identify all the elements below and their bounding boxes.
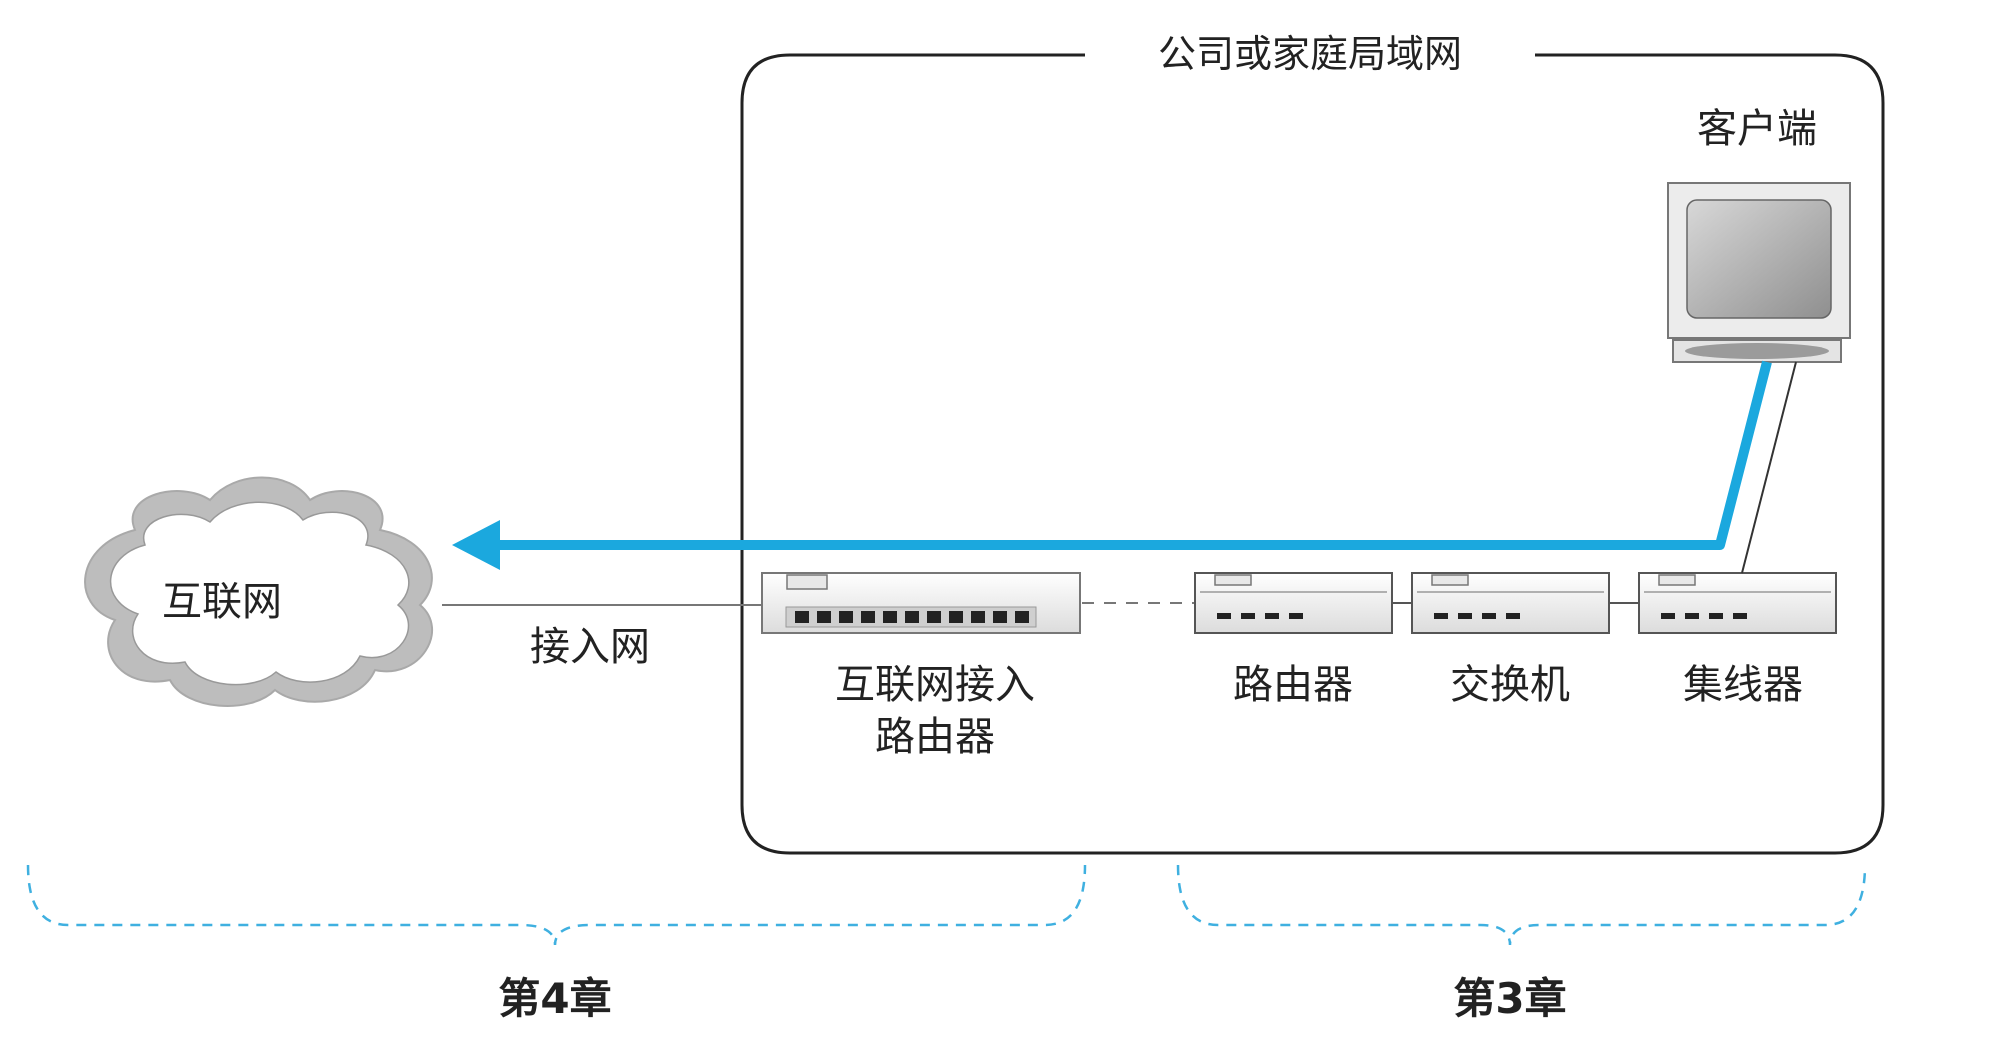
switch-device — [1411, 572, 1610, 634]
chapter-3-label: 第3章 — [1453, 974, 1566, 1023]
client-label: 客户端 — [1697, 106, 1817, 152]
client-hub-cable — [1741, 361, 1797, 574]
internet-label: 互联网 — [162, 579, 282, 625]
access-network-label: 接入网 — [530, 624, 650, 670]
port-row — [795, 611, 1029, 623]
access-router-label-line2: 路由器 — [875, 714, 995, 760]
chapter-4-label: 第4章 — [498, 974, 611, 1023]
client-computer-icon — [1667, 182, 1851, 363]
chapter-4-brace — [26, 864, 1087, 946]
chapter-3-brace — [1176, 864, 1867, 946]
access-router-device — [761, 572, 1081, 634]
internet-cloud: 互联网 — [84, 476, 433, 707]
lan-title: 公司或家庭局域网 — [1158, 32, 1462, 76]
data-flow-arrow — [452, 360, 1772, 570]
lan-frame: 公司或家庭局域网 — [740, 32, 1885, 855]
hub-label: 集线器 — [1683, 662, 1803, 708]
access-router-label-line1: 互联网接入 — [835, 662, 1035, 708]
router-label: 路由器 — [1233, 662, 1353, 708]
router-device — [1194, 572, 1393, 634]
switch-label: 交换机 — [1450, 662, 1570, 708]
hub-device — [1638, 572, 1837, 634]
